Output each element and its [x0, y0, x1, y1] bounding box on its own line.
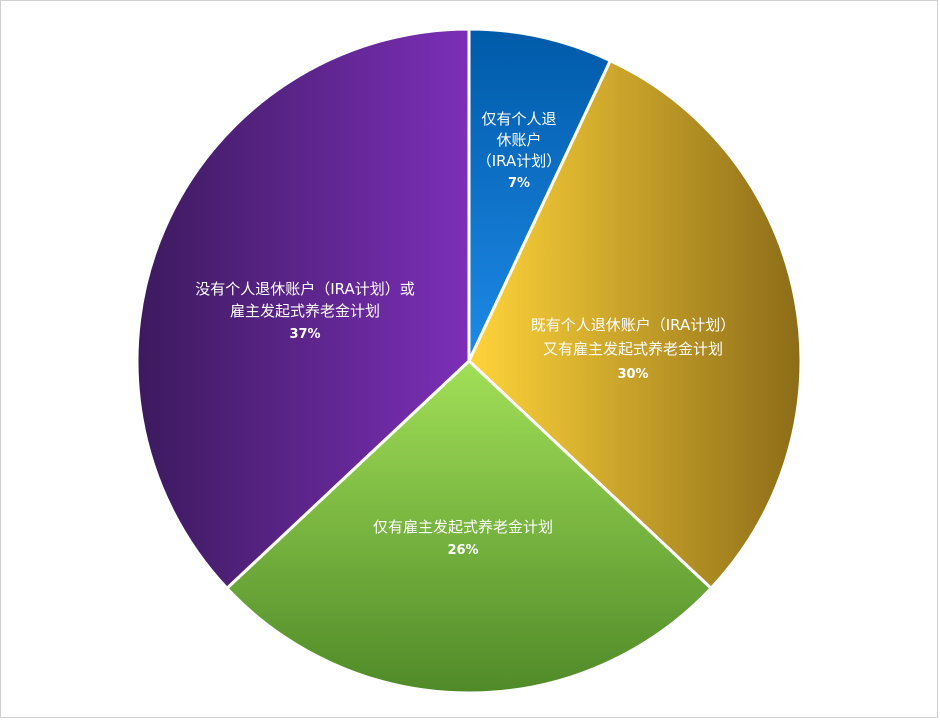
slice-4-label-line-1: 没有个人退休账户（IRA计划）或 [195, 280, 415, 298]
slice-1-label-line-2: 休账户 [496, 131, 541, 149]
pie-slices [135, 27, 803, 695]
slice-2-percentage: 30% [617, 367, 648, 382]
pie-slice-3 [225, 359, 713, 695]
slice-3-percentage: 26% [447, 543, 478, 558]
slice-3-label-line-1: 仅有雇主发起式养老金计划 [373, 518, 553, 536]
pie-slice-4 [135, 27, 471, 590]
slice-1-percentage: 7% [508, 176, 530, 191]
slice-4-label-line-2: 雇主发起式养老金计划 [230, 302, 380, 320]
pie-slice-2 [467, 59, 803, 590]
slice-2-label-line-1: 既有个人退休账户（IRA计划） [531, 316, 736, 334]
pie-slice-1 [467, 27, 612, 363]
slice-1-label-line-1: 仅有个人退 [481, 110, 556, 128]
slice-2-label-line-2: 又有雇主发起式养老金计划 [543, 340, 723, 358]
slice-1-label-line-3: （IRA计划） [477, 152, 562, 170]
slice-4-percentage: 37% [289, 327, 320, 342]
